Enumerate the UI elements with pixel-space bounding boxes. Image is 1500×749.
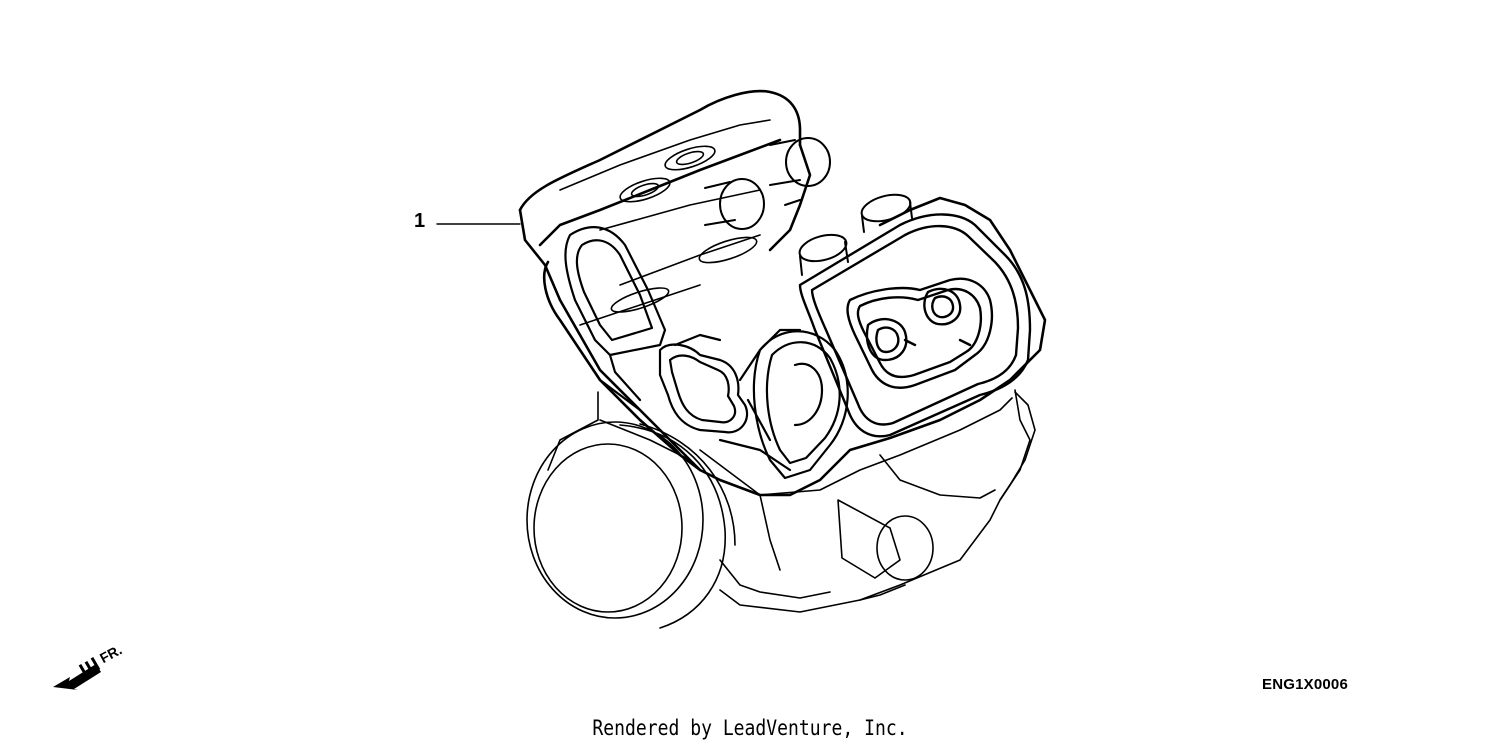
- front-stubs: [798, 193, 913, 276]
- crankcase-outline: [547, 389, 1036, 613]
- crankcase-gasket: [658, 328, 802, 434]
- intake-stubs: [704, 137, 831, 230]
- front-direction-arrow-icon: [53, 656, 101, 690]
- footer-credit: Rendered by LeadVenture, Inc.: [592, 716, 908, 740]
- rear-cylinder-gasket: [564, 226, 667, 412]
- rear-head-cover: [559, 119, 771, 326]
- front-head-cover-gasket: [798, 213, 1032, 438]
- callout-number-1: 1: [414, 210, 426, 232]
- oil-filter: [837, 499, 934, 581]
- cylinder-head-outline: [518, 89, 1047, 497]
- front-cylinder-gasket: [718, 330, 849, 480]
- diagram-code: ENG1X0006: [1262, 676, 1349, 693]
